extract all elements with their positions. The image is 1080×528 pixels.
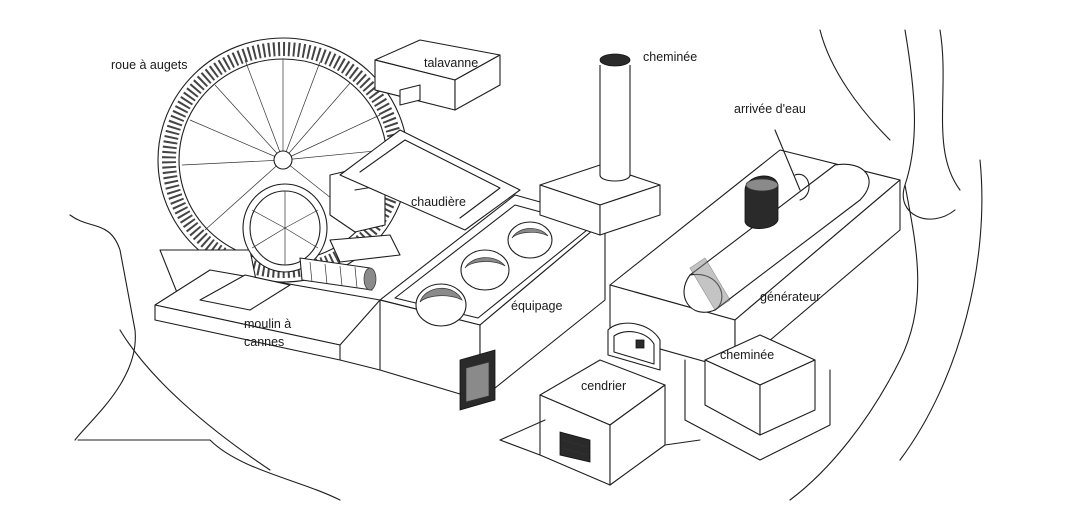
label-arrivee-deau: arrivée d'eau bbox=[734, 102, 806, 116]
label-equipage: équipage bbox=[511, 299, 562, 313]
labels: roue à augets talavanne cheminée arrivée… bbox=[111, 50, 820, 393]
label-chaudiere: chaudière bbox=[411, 195, 466, 209]
label-moulin-line2: cannes bbox=[244, 335, 284, 349]
terrain-lines bbox=[69, 29, 983, 501]
label-cendrier: cendrier bbox=[581, 379, 626, 393]
floor-slab bbox=[339, 359, 701, 456]
label-generateur: générateur bbox=[760, 290, 820, 304]
generator-generateur bbox=[609, 129, 901, 371]
label-cheminee-bottom: cheminée bbox=[720, 348, 774, 362]
label-cheminee-top: cheminée bbox=[643, 50, 697, 64]
label-roue-a-augets: roue à augets bbox=[111, 58, 187, 72]
chimney-main bbox=[539, 53, 661, 236]
boiler-chaudiere bbox=[339, 129, 606, 411]
ash-pit-cendrier bbox=[539, 322, 666, 486]
label-moulin-line1: moulin à bbox=[244, 317, 291, 331]
chimney-base-block bbox=[684, 334, 831, 461]
talavanne-channel bbox=[374, 39, 501, 111]
label-talavanne: talavanne bbox=[424, 56, 478, 70]
